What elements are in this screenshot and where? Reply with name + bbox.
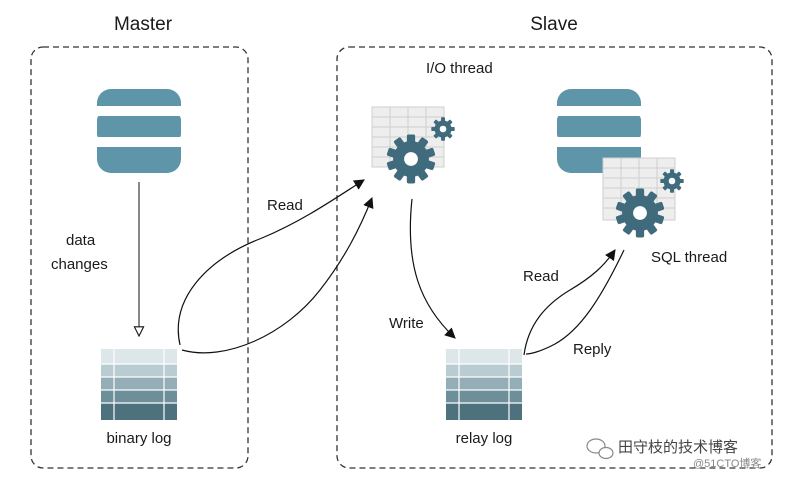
io-thread-icon xyxy=(371,106,455,184)
read-binlog-arrow-outer xyxy=(177,179,365,346)
io-thread-label: I/O thread xyxy=(426,60,493,77)
master-database-icon xyxy=(97,89,181,173)
gear-icon xyxy=(431,117,455,141)
relay-log-label: relay log xyxy=(456,430,513,447)
sql-thread-icon xyxy=(602,157,684,238)
write-relay-label: Write xyxy=(389,315,424,332)
read-relay-arrow xyxy=(523,249,616,356)
sql-thread-label: SQL thread xyxy=(651,249,727,266)
data-changes-label-line1: data xyxy=(66,232,96,249)
relay-log-icon xyxy=(446,349,522,420)
write-relay-arrow xyxy=(409,198,456,339)
binary-log-label: binary log xyxy=(106,430,171,447)
gear-icon xyxy=(615,188,665,238)
read-binlog-arrow-inner xyxy=(181,196,374,354)
master-title: Master xyxy=(114,14,173,35)
read-binlog-label: Read xyxy=(267,197,303,214)
binary-log-icon xyxy=(101,349,177,420)
watermark: 田守枝的技术博客 @51CTO博客 xyxy=(586,438,761,470)
slave-title: Slave xyxy=(530,14,578,35)
master-panel xyxy=(30,46,249,469)
watermark-text: 田守枝的技术博客 xyxy=(618,439,738,456)
data-changes-label-line2: changes xyxy=(51,256,108,273)
gear-icon xyxy=(660,169,684,193)
gear-icon xyxy=(386,134,436,184)
wechat-icon xyxy=(586,438,614,460)
watermark-subtext: @51CTO博客 xyxy=(693,456,761,470)
slave-panel xyxy=(336,46,773,469)
reply-arrow xyxy=(525,249,625,355)
read-relay-label: Read xyxy=(523,268,559,285)
reply-label: Reply xyxy=(573,341,612,358)
